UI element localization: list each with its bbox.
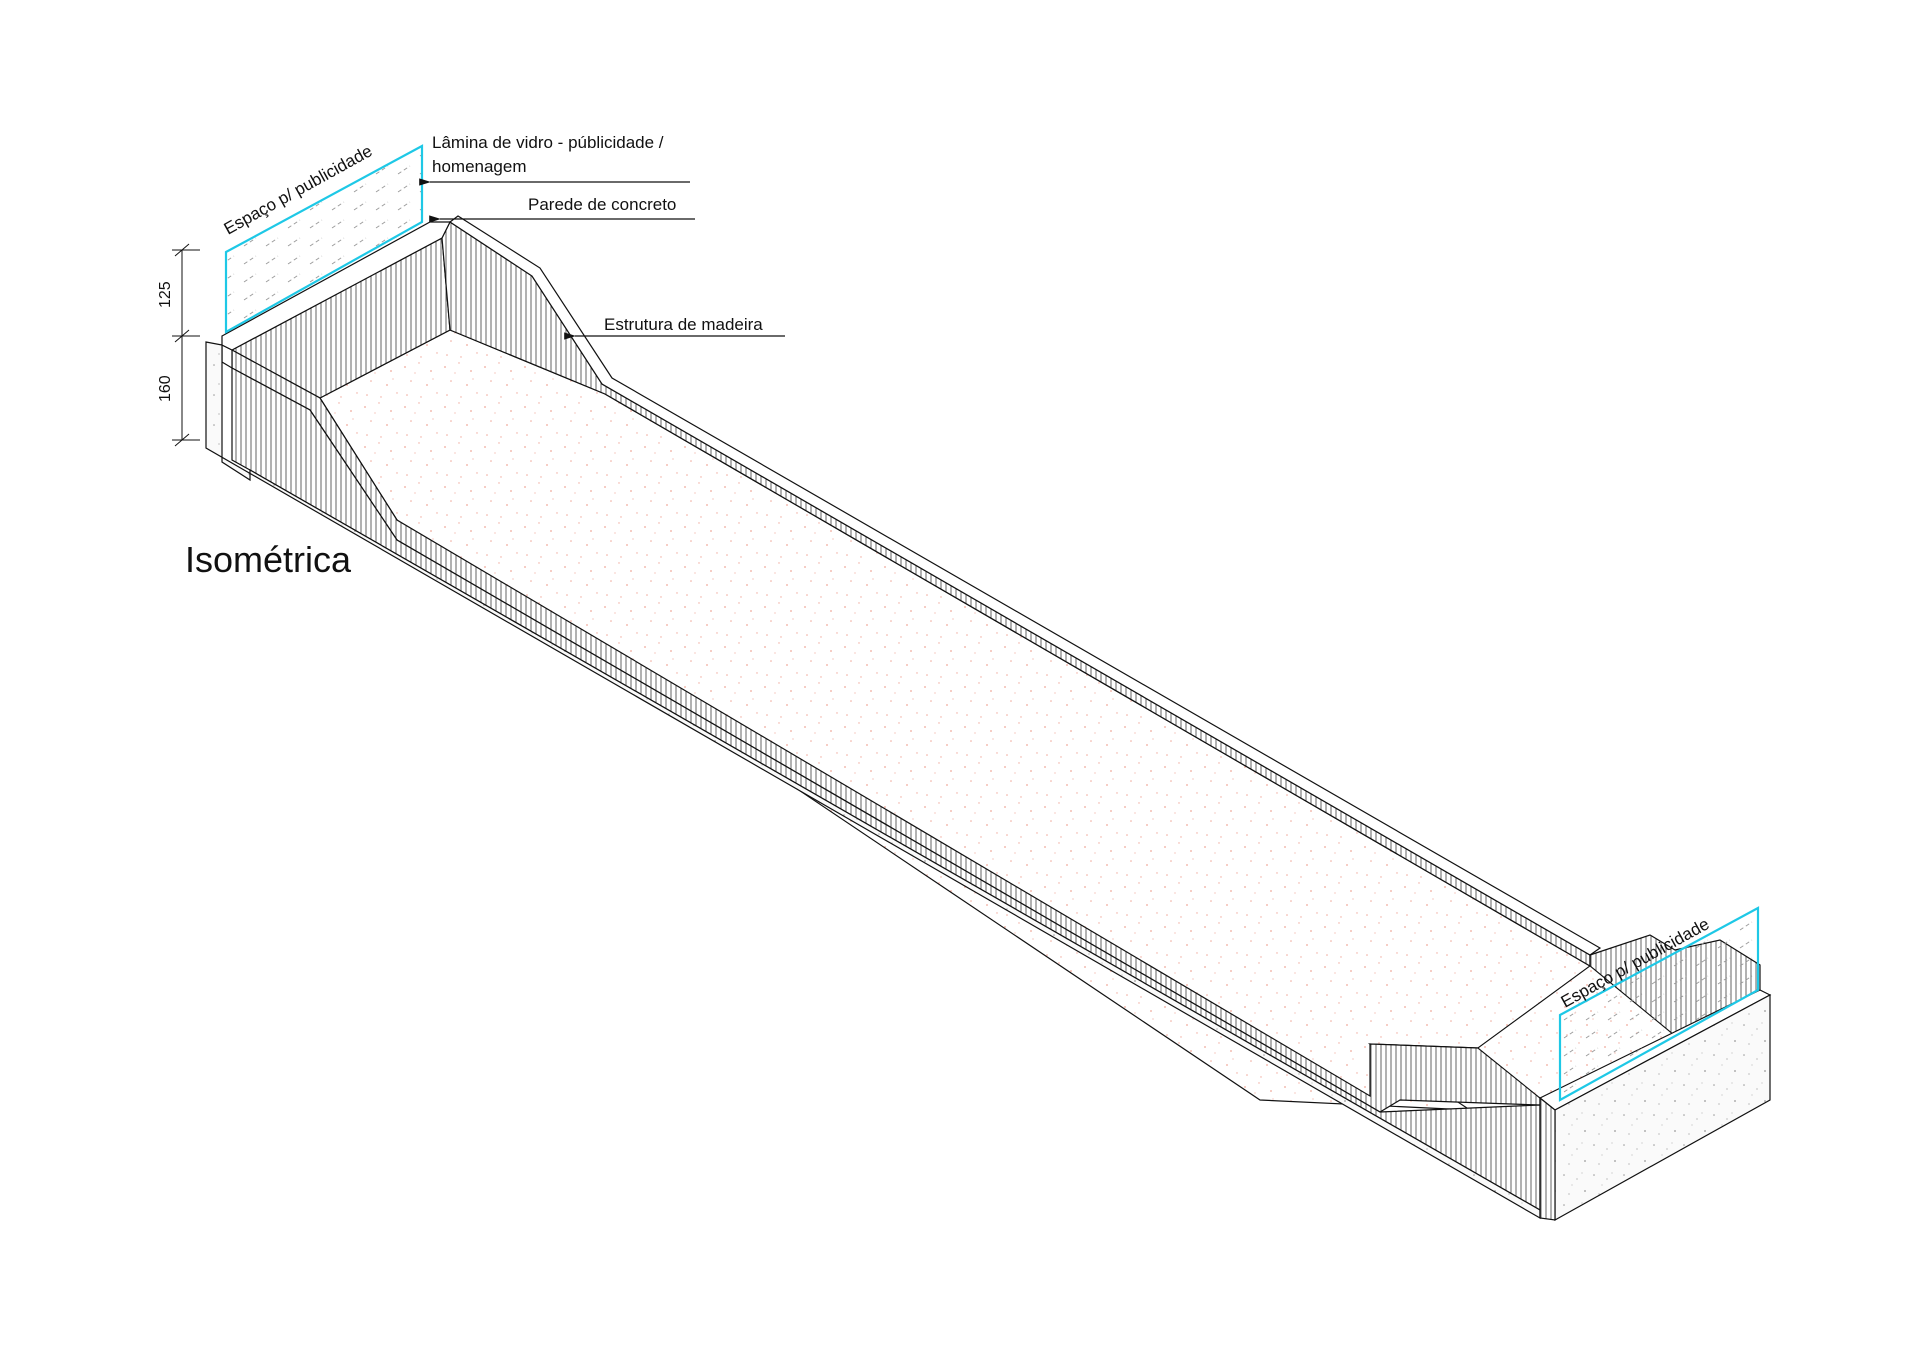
drawing-title: Isométrica bbox=[185, 539, 352, 580]
far-concrete-front bbox=[205, 341, 1541, 1220]
glass-callout-line2: homenagem bbox=[432, 157, 527, 176]
near-concrete-end bbox=[1539, 1096, 1556, 1221]
dimension-lines bbox=[172, 243, 200, 447]
sand-floor bbox=[319, 329, 1592, 1111]
dimension-upper: 125 bbox=[157, 281, 174, 308]
concrete-callout: Parede de concreto bbox=[528, 195, 676, 214]
dimension-lower: 160 bbox=[157, 375, 174, 402]
glass-panel-far bbox=[224, 144, 424, 334]
glass-callout-line1: Lâmina de vidro - públicidade / bbox=[432, 133, 664, 152]
wood-callout: Estrutura de madeira bbox=[604, 315, 763, 334]
glass-panel-near bbox=[1558, 906, 1760, 1102]
right-top-edge bbox=[448, 215, 1602, 956]
